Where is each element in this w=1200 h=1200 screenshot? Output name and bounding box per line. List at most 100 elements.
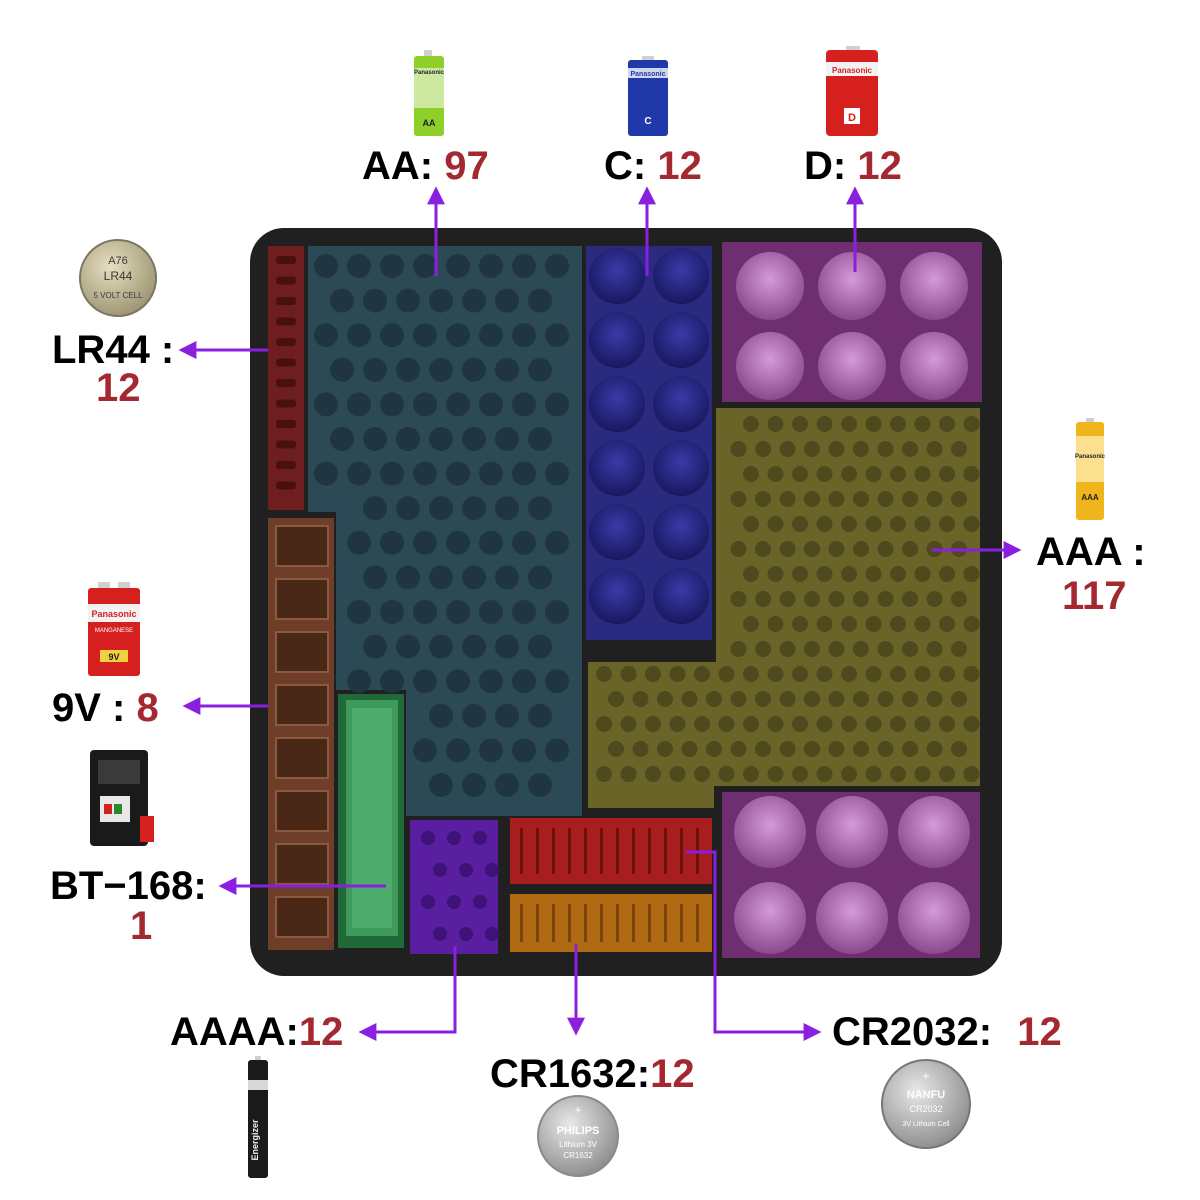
- aaa-slot: [632, 691, 649, 707]
- aaa-slot: [718, 666, 735, 682]
- d-slot: [816, 882, 888, 954]
- aa-slot: [512, 600, 536, 624]
- aa-slot: [479, 600, 503, 624]
- aa-slot: [347, 323, 371, 348]
- aaa-slot: [939, 716, 955, 732]
- aaa-slot: [779, 741, 796, 757]
- aaaa-slot: [433, 927, 447, 941]
- aaa-slot: [939, 766, 955, 782]
- aa-slot: [512, 254, 536, 278]
- aa-slot: [380, 392, 404, 417]
- aa-slot: [314, 323, 338, 348]
- aaa-slot: [951, 491, 967, 507]
- aaa-slot: [841, 416, 857, 432]
- cr2032-slot: [632, 828, 635, 874]
- aa-slot: [413, 461, 437, 486]
- svg-text:Panasonic: Panasonic: [414, 70, 445, 76]
- c-slot: [653, 248, 709, 304]
- c-slot: [653, 568, 709, 624]
- aaa-slot: [792, 716, 808, 732]
- aa-slot: [314, 254, 338, 278]
- cr2032-arrow: [686, 850, 822, 1041]
- aaa-slot: [926, 491, 943, 507]
- d-slot: [736, 332, 804, 400]
- aaa-slot: [853, 741, 869, 757]
- aaa-slot: [877, 491, 894, 507]
- c-slot: [589, 312, 645, 368]
- aa-slot: [545, 669, 569, 694]
- svg-text:3V Lithium Cell: 3V Lithium Cell: [902, 1121, 950, 1128]
- aaa-slot: [828, 591, 845, 607]
- aaa-slot: [755, 691, 771, 707]
- svg-text:NANFU: NANFU: [907, 1089, 946, 1101]
- cr1632-slot: [552, 904, 555, 942]
- aaaa-slot: [473, 831, 487, 845]
- aa-slot: [363, 427, 387, 451]
- aaa-slot: [792, 666, 808, 682]
- aaa-slot: [755, 641, 771, 657]
- lr44-slots: [276, 256, 296, 490]
- aa-slot: [545, 323, 569, 348]
- aaa-slot: [914, 716, 931, 732]
- aa-slot: [429, 427, 453, 451]
- aaa-slot: [645, 766, 661, 782]
- svg-text:Panasonic: Panasonic: [91, 609, 136, 619]
- aaa-slot: [620, 666, 637, 682]
- aa-slots: [314, 254, 569, 797]
- aaa-slot: [890, 666, 906, 682]
- aa-slot: [545, 392, 569, 417]
- bt168-tester-icon: [90, 750, 154, 846]
- aaa-slot: [730, 691, 747, 707]
- aaa-slot: [743, 566, 759, 582]
- svg-text:AA: AA: [423, 118, 436, 128]
- aaa-slot: [681, 691, 698, 707]
- c-slot: [589, 504, 645, 560]
- lr44-slot: [276, 481, 296, 490]
- aaa-slot: [755, 741, 771, 757]
- aaa-slot: [681, 741, 698, 757]
- cr1632-label: CR1632:12: [490, 1052, 695, 1096]
- cr2032-slot: [616, 828, 619, 874]
- lr44-slot: [276, 276, 296, 285]
- aa-slot: [413, 530, 437, 555]
- aaa-slot: [620, 766, 637, 782]
- cr2032-slot: [520, 828, 523, 874]
- lr44-slot: [276, 440, 296, 449]
- aaa-slot: [743, 416, 759, 432]
- d-battery-icon: Panasonic D: [826, 46, 878, 136]
- aaa-slot: [743, 666, 759, 682]
- cr1632-name: CR1632:: [490, 1052, 651, 1096]
- aaa-slot: [816, 666, 833, 682]
- cr2032-slot: [680, 828, 683, 874]
- 9v-label: 9V : 8: [52, 686, 159, 730]
- aa-name: AA:: [362, 144, 434, 188]
- aaa-slot: [963, 516, 980, 532]
- aa-slot: [479, 738, 503, 763]
- aaa-slot: [657, 741, 673, 757]
- aa-slot: [380, 600, 404, 624]
- d-slot: [898, 796, 970, 868]
- aa-slot: [495, 703, 519, 728]
- svg-text:+: +: [922, 1069, 929, 1083]
- aa-slot: [446, 530, 470, 555]
- d-slot: [818, 252, 886, 320]
- aaa-slot: [730, 741, 747, 757]
- aa-slot: [347, 254, 371, 278]
- aaa-slot: [853, 641, 869, 657]
- aaa-slot: [926, 441, 943, 457]
- aaa-slot: [694, 716, 710, 732]
- aaa-slot: [914, 566, 931, 582]
- aaa-slot: [657, 691, 673, 707]
- aaaa-slot: [459, 927, 473, 941]
- aa-slot: [545, 600, 569, 624]
- cr1632-slot: [632, 904, 635, 942]
- aa-slot: [413, 254, 437, 278]
- aaa-slot: [939, 466, 955, 482]
- 9v-battery-icon: Panasonic MANGANESE 9V: [88, 582, 140, 676]
- aaa-slot: [743, 516, 759, 532]
- svg-text:Panasonic: Panasonic: [1075, 454, 1106, 460]
- svg-text:D: D: [848, 112, 856, 124]
- aa-slot: [429, 496, 453, 521]
- aa-slot: [347, 600, 371, 624]
